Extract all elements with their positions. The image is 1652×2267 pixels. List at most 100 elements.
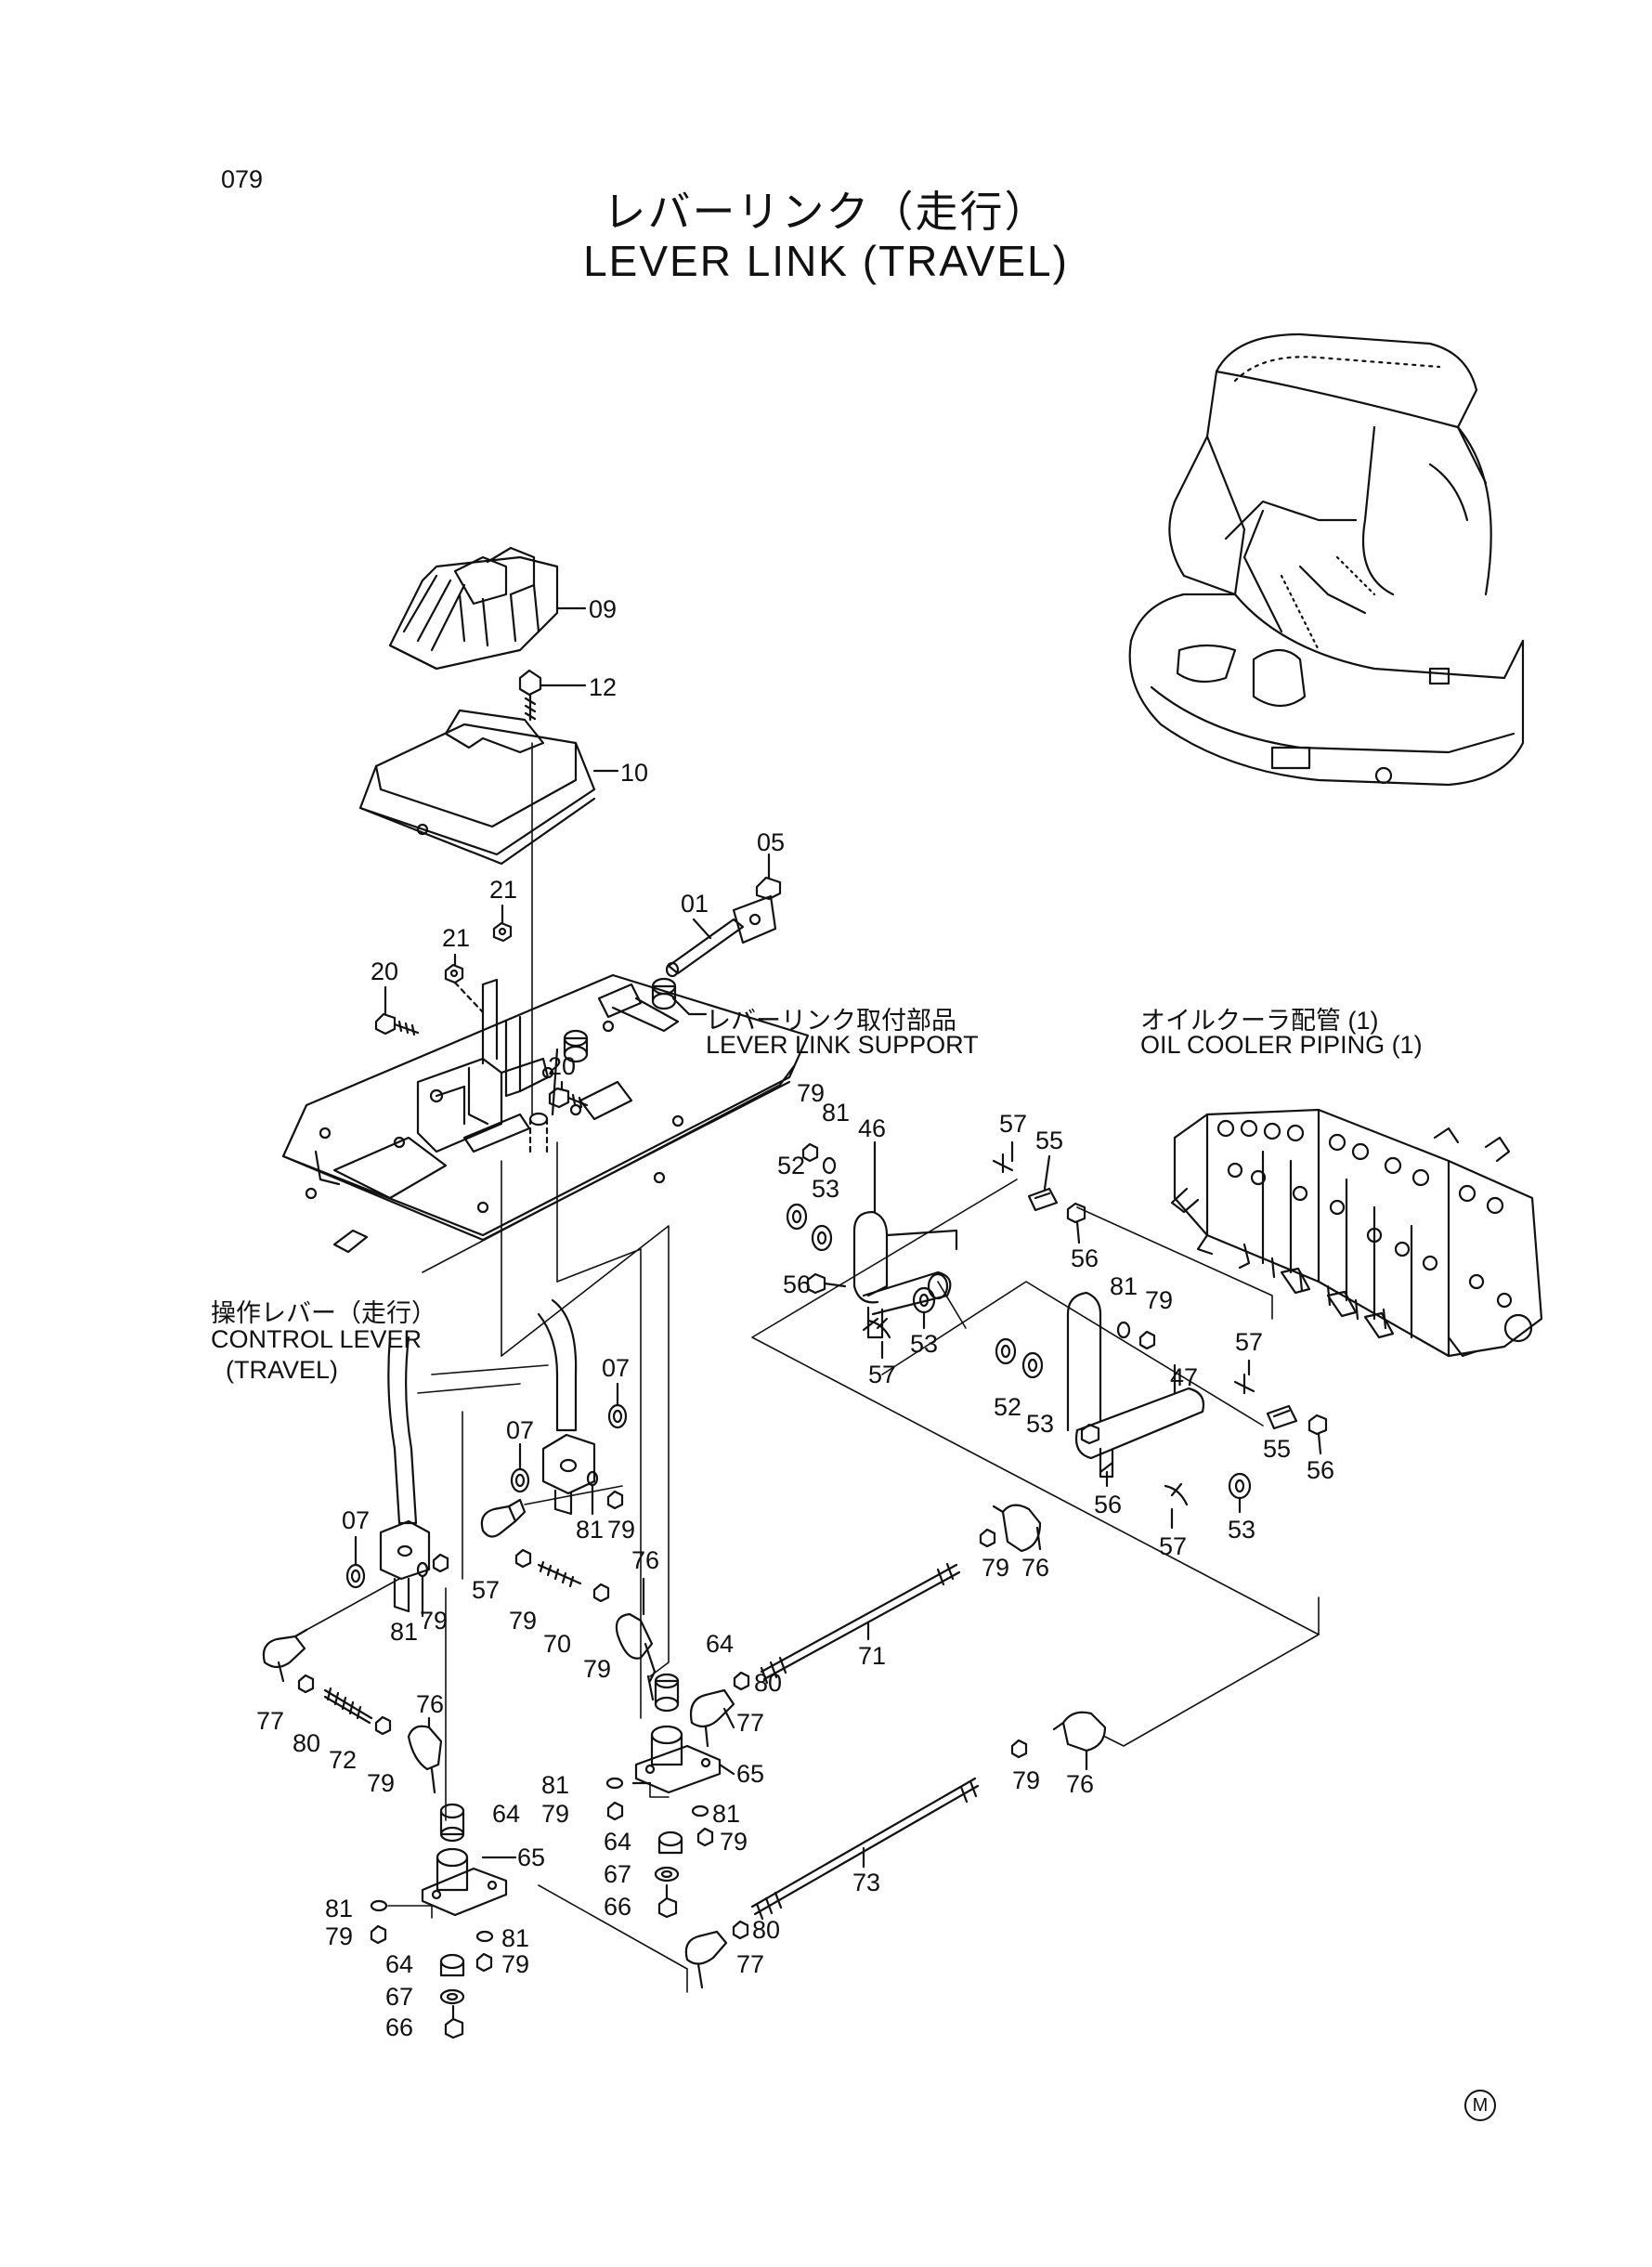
frame-line-right-3 (937, 1281, 967, 1329)
callout-57-lower: 57 (1235, 1328, 1264, 1356)
leader-support (671, 997, 708, 1016)
bolt-56-47 (1080, 1423, 1100, 1445)
callout-01: 01 (681, 890, 709, 918)
rod-end-76-center (615, 1612, 657, 1701)
leader-76-right (1035, 1526, 1042, 1551)
callout-79-46: 79 (797, 1079, 826, 1107)
bracket-65-left (421, 1847, 508, 1917)
rod-71 (760, 1562, 961, 1685)
nut-80-left (297, 1674, 315, 1694)
nut-79-a (514, 1548, 532, 1569)
callout-46: 46 (858, 1114, 887, 1142)
nut-79-rod73 (1010, 1739, 1028, 1759)
callout-57-47: 57 (1159, 1532, 1188, 1560)
pivot-64-center (654, 1673, 680, 1713)
page-number: 079 (221, 165, 264, 193)
callout-81-left-a: 81 (325, 1895, 354, 1922)
nut-21-lower (444, 963, 464, 984)
pivot-64-left-b (439, 1953, 465, 1977)
frame-line-lower (1104, 1596, 1320, 1747)
rod-73 (750, 1777, 980, 1921)
frame-line-right-1 (751, 1179, 1320, 1635)
bolt-66-left (444, 2004, 464, 2039)
callout-79-47: 79 (1145, 1286, 1174, 1314)
washer-07-c (607, 1403, 628, 1429)
callout-21-upper: 21 (489, 876, 518, 904)
callout-07-mid: 07 (506, 1416, 535, 1444)
nut-79-lever-right (606, 1490, 624, 1510)
callout-20-left: 20 (371, 958, 399, 985)
cover-plate-10 (358, 709, 596, 866)
bush-53-47b (1228, 1472, 1252, 1500)
link-arm-46 (852, 1210, 958, 1339)
washer-52-46 (786, 1203, 808, 1231)
callout-57-46: 57 (868, 1361, 897, 1388)
frame-line-lower-left (538, 1884, 688, 1970)
callout-76-lower: 76 (1066, 1770, 1095, 1798)
callout-47: 47 (1170, 1363, 1199, 1391)
nut-79-left-72 (374, 1715, 392, 1736)
callout-79-a: 79 (509, 1607, 538, 1635)
leader-81-ca-b (649, 1782, 670, 1798)
leader-support-b (778, 1064, 796, 1087)
callout-65-center: 65 (736, 1760, 765, 1788)
link-77-left-line (306, 1578, 400, 1631)
callout-64-center: 64 (706, 1630, 735, 1658)
control-lever-jp: 操作レバー（走行） (211, 1299, 436, 1327)
washer-81-lever-left (416, 1561, 429, 1578)
rod-end-76-mid (480, 1498, 527, 1538)
leader-01 (692, 918, 712, 940)
rod-end-76-left-lower (407, 1725, 443, 1794)
callout-64-left-b: 64 (385, 1950, 414, 1978)
callout-67-left: 67 (385, 1983, 414, 2011)
callout-79-b: 79 (583, 1655, 612, 1683)
callout-76-center: 76 (631, 1546, 660, 1574)
callout-64-left: 64 (492, 1800, 521, 1828)
title-japanese: レバーリンク（走行） (603, 187, 1049, 237)
bracket-65-center (634, 1725, 722, 1794)
washer-67-left (439, 1988, 465, 2005)
lever-ref-line-2 (417, 1383, 521, 1394)
pin-57-upper (992, 1153, 1014, 1174)
callout-07-left: 07 (342, 1506, 371, 1534)
callout-81-46: 81 (822, 1099, 851, 1127)
excavator-illustration (1128, 332, 1525, 787)
washer-52-47 (995, 1337, 1017, 1365)
callout-07-right: 07 (602, 1354, 631, 1382)
callout-73: 73 (852, 1869, 881, 1896)
bolt-72 (323, 1687, 373, 1725)
callout-12: 12 (589, 673, 618, 701)
nut-79-left-b (475, 1952, 493, 1973)
washer-81-center-b (691, 1804, 709, 1818)
callout-81-lever-right: 81 (576, 1516, 605, 1544)
pivot-64-left (439, 1803, 465, 1843)
washer-81-47 (1116, 1321, 1131, 1339)
lever-link-support-en: LEVER LINK SUPPORT (706, 1031, 979, 1059)
link-arm-47 (1066, 1291, 1205, 1479)
leader-81-la (387, 1905, 433, 1919)
callout-56-lower: 56 (1307, 1456, 1335, 1484)
callout-79-left-72: 79 (367, 1769, 396, 1797)
rod-end-76-lower (1052, 1711, 1107, 1752)
frame-line-1 (501, 1225, 670, 1677)
callout-09: 09 (589, 595, 618, 623)
washer-81-46 (822, 1156, 837, 1175)
bolt-20-left (374, 1012, 420, 1036)
callout-81-lever-left: 81 (390, 1618, 419, 1646)
rod-end-77-left (262, 1628, 308, 1683)
callout-81-center-b: 81 (712, 1800, 741, 1828)
callout-79-rod71: 79 (982, 1554, 1010, 1582)
pin-01 (665, 894, 777, 978)
washer-07-a (345, 1563, 366, 1589)
support-lever-line (422, 1084, 781, 1273)
callout-65-left: 65 (517, 1844, 546, 1871)
bush-53-47a (1021, 1351, 1044, 1379)
oil-cooler-piping-jp: オイルクーラ配管 (1) (1140, 1007, 1379, 1035)
washer-81-center-a (605, 1777, 624, 1790)
clip-55-upper (1027, 1187, 1059, 1212)
nut-79-b (592, 1583, 610, 1603)
rod-end-77-lower (684, 1930, 728, 1989)
callout-81-center-a: 81 (541, 1771, 570, 1799)
callout-79-lever-left: 79 (420, 1607, 449, 1635)
